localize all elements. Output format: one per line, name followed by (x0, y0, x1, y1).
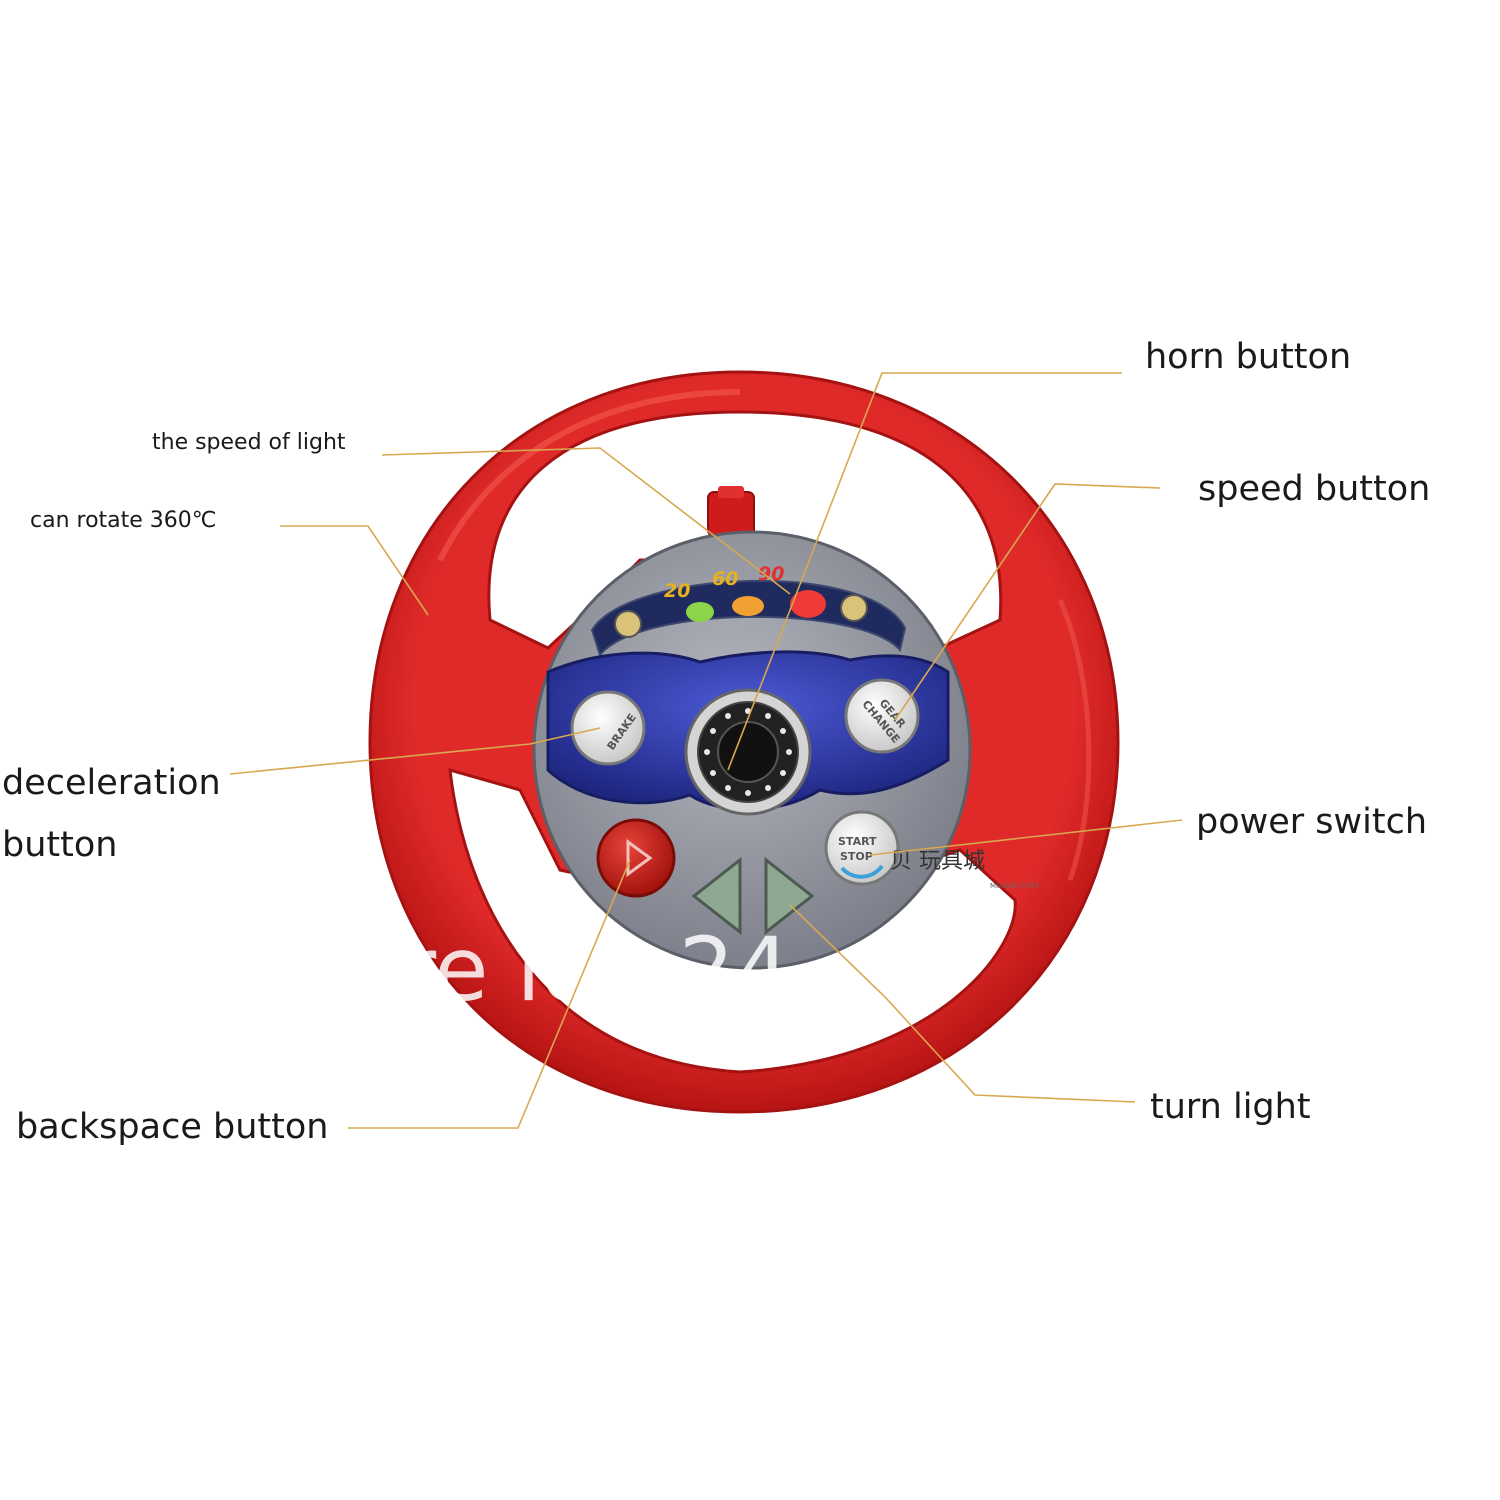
deceleration-button-label-line2: button (2, 825, 118, 865)
power-callout-line (869, 819, 1183, 856)
control-hub: 20 60 90 BRAKE GEAR CHANGE (532, 530, 972, 970)
speed-of-light-callout-line (381, 447, 791, 595)
backspace-button[interactable] (596, 818, 676, 898)
power-switch[interactable]: START STOP (824, 810, 900, 886)
rim-highlight-right (1057, 598, 1092, 881)
speed-light-strip (590, 580, 907, 658)
turn-right-arrow-icon[interactable] (764, 856, 815, 936)
deceleration-button-label: deceleration (2, 763, 221, 803)
speed-mark-20: 20 (664, 580, 690, 602)
speed-light-panel: 20 60 90 (590, 563, 907, 658)
horn-led-dots (704, 708, 792, 796)
speed-light-orange (732, 596, 764, 616)
speed-light-green (686, 602, 714, 622)
speed-light-red (790, 590, 826, 618)
speed-mark-90: 90 (758, 563, 784, 585)
callout-lines (229, 372, 1183, 1129)
rotate-callout-line (280, 525, 429, 616)
speed-mark-60: 60 (712, 568, 738, 590)
speed-button-label: speed button (1198, 469, 1431, 509)
dial-left-icon (614, 610, 642, 638)
power-switch-face[interactable] (824, 810, 900, 886)
gear-change-button[interactable]: GEAR CHANGE (844, 678, 920, 754)
shop-logo-subtext: MIAOQU TOYS (990, 882, 1040, 890)
power-swirl-icon (840, 864, 884, 879)
backspace-button-label: backspace button (16, 1107, 329, 1147)
can-rotate-label: can rotate 360℃ (30, 508, 217, 533)
gear-change-button-face[interactable] (844, 678, 920, 754)
rim-highlight (437, 389, 741, 562)
speed-of-light-label: the speed of light (152, 430, 346, 455)
speed-callout-line (894, 483, 1161, 721)
turn-light-left[interactable] (691, 856, 742, 936)
watermark-text: re lo . 24 (400, 918, 791, 1021)
deceleration-callout-line (229, 727, 601, 775)
dial-right-icon (840, 594, 868, 622)
backspace-button-face[interactable] (596, 818, 676, 898)
stop-label: STOP (840, 850, 873, 863)
horn-button-label: horn button (1145, 337, 1352, 377)
power-switch-label: power switch (1196, 802, 1428, 842)
horn-knob (707, 491, 755, 537)
horn-button-center (717, 721, 779, 783)
shop-logo: 贝 玩具城 (890, 849, 985, 874)
hazard-triangle-icon (626, 839, 653, 877)
turn-callout-line (789, 904, 1136, 1103)
start-label: START (838, 835, 877, 848)
horn-callout-line (727, 372, 1122, 771)
horn-button[interactable] (684, 688, 812, 816)
brake-button-face[interactable] (570, 690, 646, 766)
horn-knob-cap (718, 486, 744, 498)
backspace-callout-line (348, 859, 631, 1129)
turn-left-arrow-icon[interactable] (691, 856, 742, 936)
turn-light-label: turn light (1150, 1087, 1311, 1127)
turn-light-right[interactable] (764, 856, 815, 936)
brake-button[interactable]: BRAKE (570, 690, 646, 766)
